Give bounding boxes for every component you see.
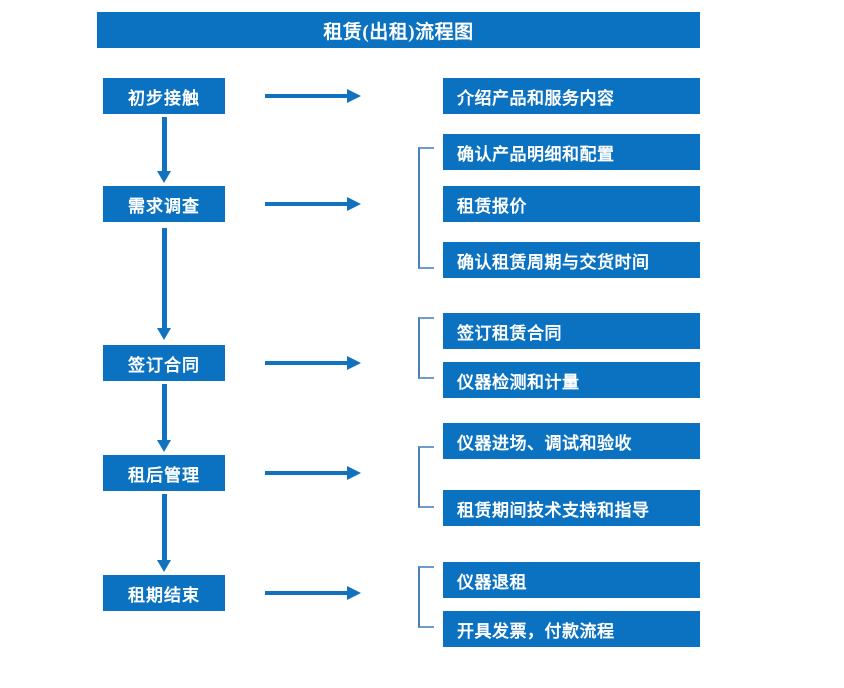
detail-box-jieshao-chanpin[interactable]: 介绍产品和服务内容 xyxy=(443,78,700,114)
arrow-shaft xyxy=(265,471,348,475)
detail-box-zulin-qijian-zhichi[interactable]: 租赁期间技术支持和指导 xyxy=(443,490,700,526)
detail-box-queren-zulin-zhouqi[interactable]: 确认租赁周期与交货时间 xyxy=(443,242,700,278)
detail-box-kaiju-fapiao[interactable]: 开具发票，付款流程 xyxy=(443,611,700,647)
stage-box-xuqiu-diaocha[interactable]: 需求调查 xyxy=(103,186,225,222)
stage-box-zuhou-guanli[interactable]: 租后管理 xyxy=(103,455,225,491)
page-title: 租赁(出租)流程图 xyxy=(97,12,700,48)
arrow-head xyxy=(347,197,361,211)
arrow-head xyxy=(347,89,361,103)
arrow-shaft xyxy=(162,384,167,440)
horizontal-arrow-3 xyxy=(265,356,361,370)
arrow-shaft xyxy=(265,202,348,206)
arrow-shaft xyxy=(162,117,167,171)
vertical-arrow-3 xyxy=(157,384,171,452)
arrow-head xyxy=(347,466,361,480)
vertical-arrow-1 xyxy=(157,117,171,183)
horizontal-arrow-5 xyxy=(265,586,361,600)
arrow-shaft xyxy=(265,591,348,595)
group-bracket-qianding-hetong xyxy=(418,317,434,379)
arrow-shaft xyxy=(162,228,167,328)
detail-box-queren-chanpin-mingxi[interactable]: 确认产品明细和配置 xyxy=(443,134,700,170)
arrow-head xyxy=(347,586,361,600)
group-bracket-zuqi-jieshu xyxy=(418,566,434,628)
group-bracket-zuhou-guanli xyxy=(418,446,434,508)
stage-box-chubu-jiechu[interactable]: 初步接触 xyxy=(103,78,225,114)
stage-box-qianding-hetong[interactable]: 签订合同 xyxy=(103,345,225,381)
stage-box-zuqi-jieshu[interactable]: 租期结束 xyxy=(103,575,225,611)
arrow-head xyxy=(157,440,171,452)
detail-box-qianding-zulin-hetong[interactable]: 签订租赁合同 xyxy=(443,313,700,349)
detail-box-zulin-baojia[interactable]: 租赁报价 xyxy=(443,186,700,222)
group-bracket-xuqiu-diaocha xyxy=(418,147,434,269)
detail-box-yiqi-jiance-jiliang[interactable]: 仪器检测和计量 xyxy=(443,362,700,398)
arrow-shaft xyxy=(162,494,167,560)
horizontal-arrow-4 xyxy=(265,466,361,480)
horizontal-arrow-1 xyxy=(265,89,361,103)
arrow-shaft xyxy=(265,361,348,365)
horizontal-arrow-2 xyxy=(265,197,361,211)
arrow-head xyxy=(347,356,361,370)
arrow-head xyxy=(157,560,171,572)
arrow-shaft xyxy=(265,94,348,98)
arrow-head xyxy=(157,171,171,183)
detail-box-yiqi-tuizu[interactable]: 仪器退租 xyxy=(443,562,700,598)
arrow-head xyxy=(157,328,171,340)
detail-box-yiqi-jinchang[interactable]: 仪器进场、调试和验收 xyxy=(443,423,700,459)
vertical-arrow-2 xyxy=(157,228,171,340)
vertical-arrow-4 xyxy=(157,494,171,572)
